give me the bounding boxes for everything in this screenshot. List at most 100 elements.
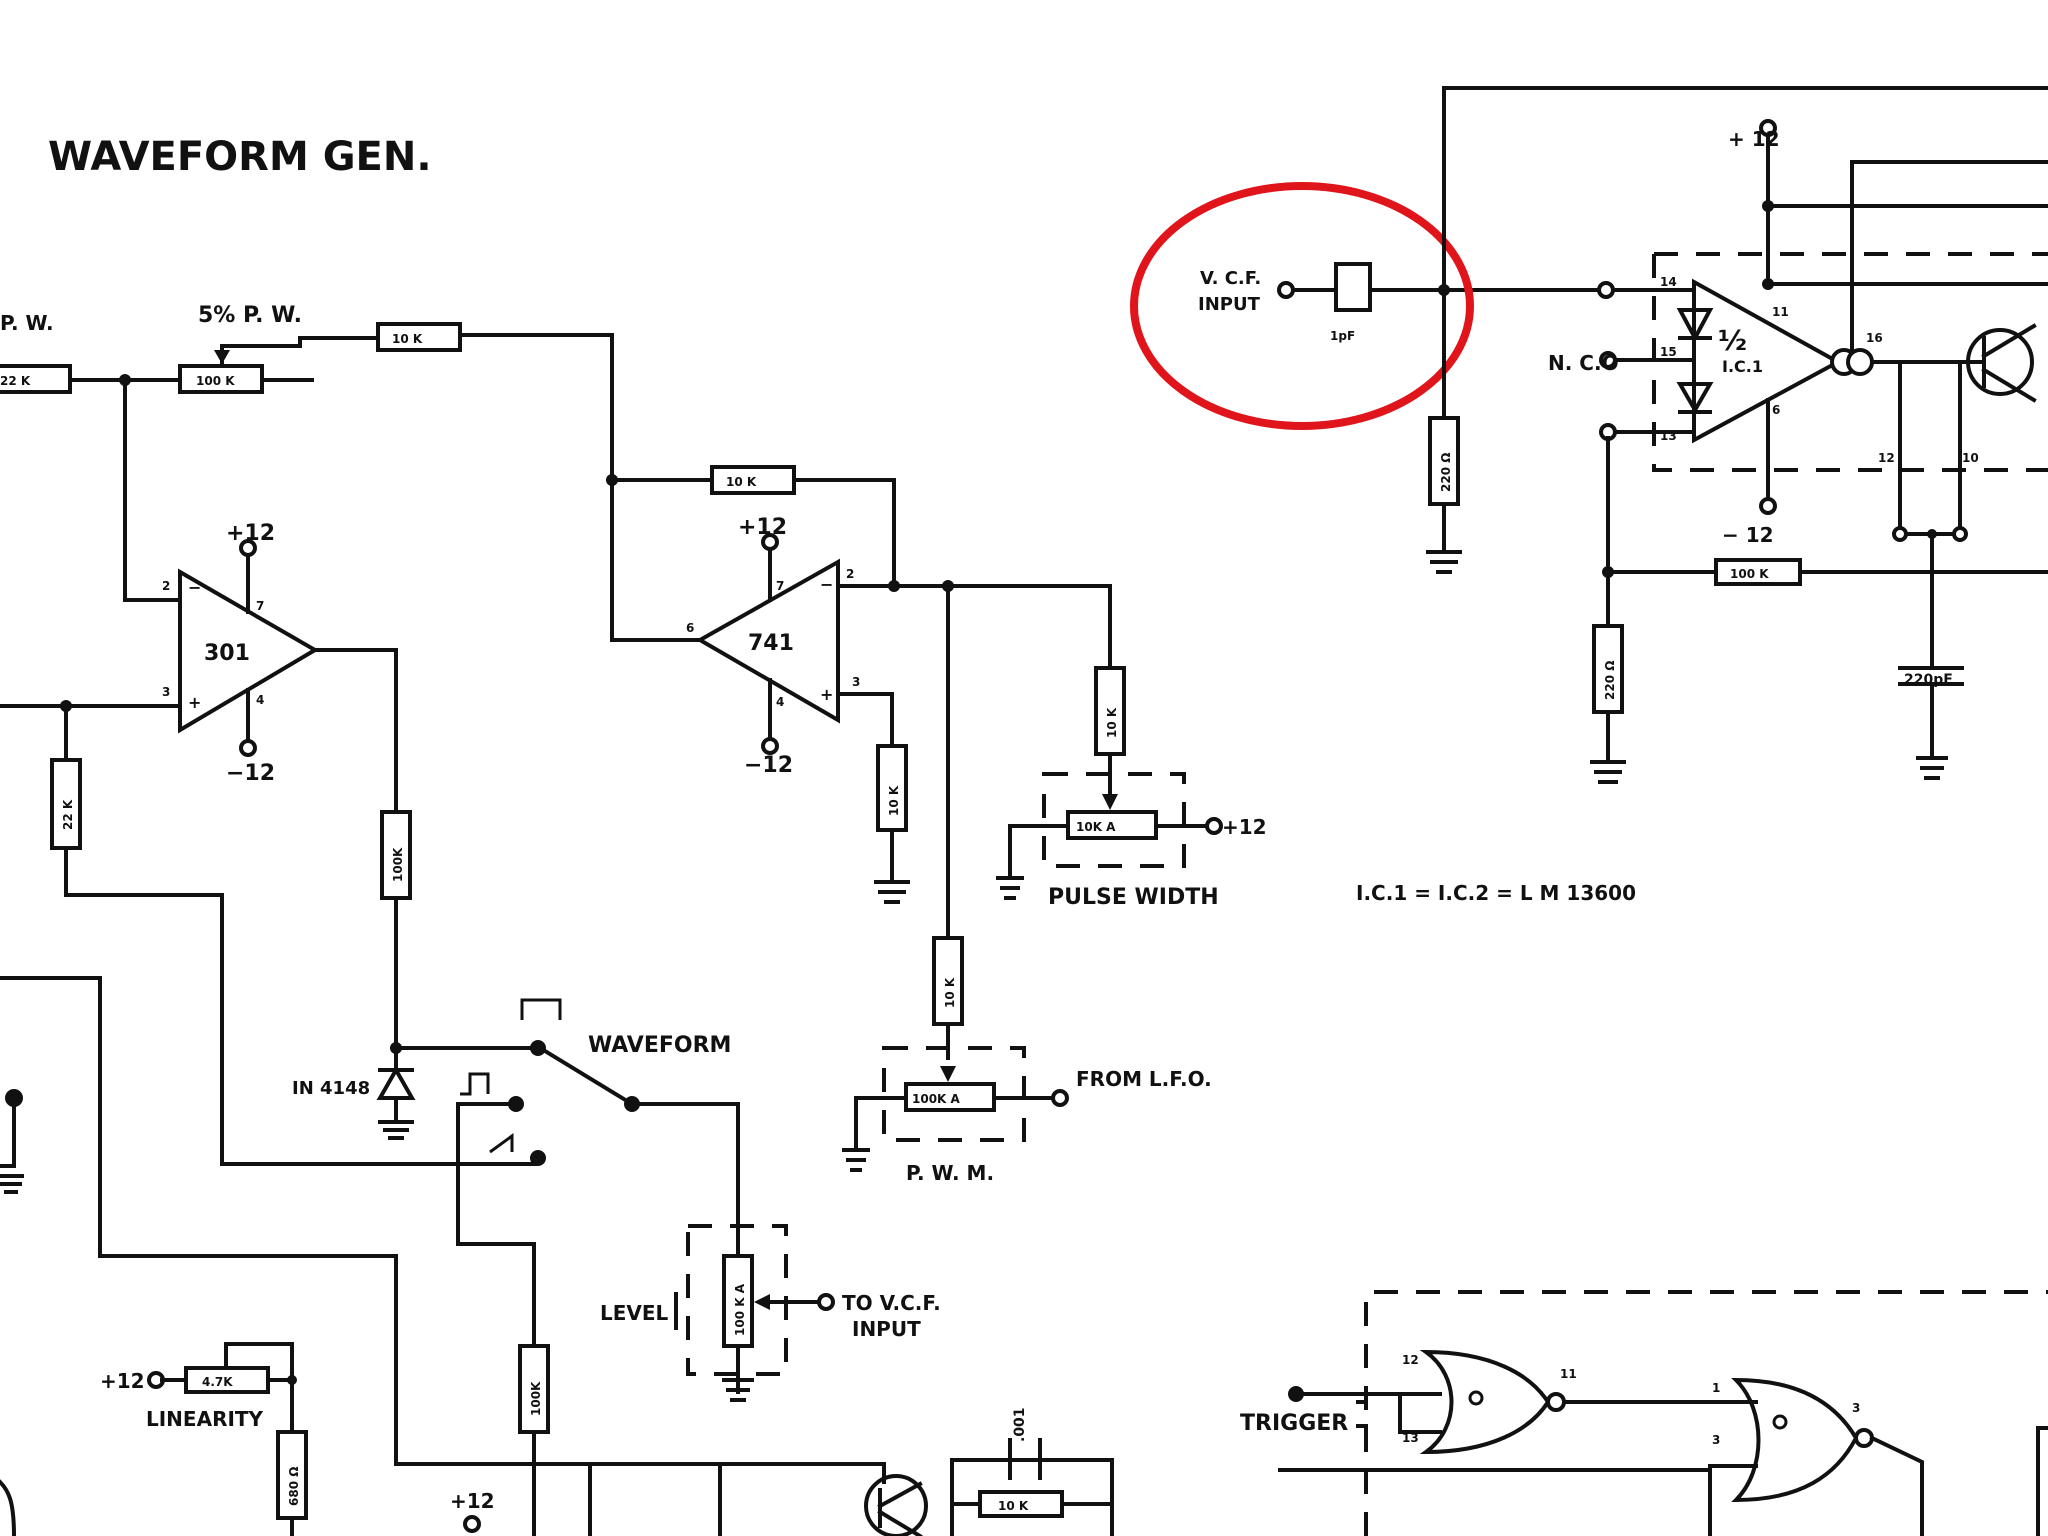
svg-text:10 K: 10 K [998, 1499, 1029, 1513]
label-plus12-low: +12 [450, 1489, 495, 1513]
label-plus12-ic: + 12 [1728, 127, 1780, 151]
label-vcf-input-2: INPUT [1198, 294, 1261, 315]
diagram-title: WAVEFORM GEN. [48, 134, 432, 180]
diode-in4148 [376, 1046, 416, 1140]
svg-text:−: − [820, 575, 833, 594]
resistor-220-a: 220 Ω [1428, 416, 1460, 506]
svg-text:13: 13 [1402, 1431, 1419, 1445]
label-plus12-pw: +12 [1222, 815, 1267, 839]
trigger-boundary [1364, 1290, 2048, 1536]
svg-text:−: − [188, 578, 201, 597]
svg-text:10K A: 10K A [1076, 820, 1116, 834]
label-linearity: LINEARITY [146, 1407, 264, 1431]
svg-text:4: 4 [256, 693, 264, 707]
label-diode: IN 4148 [292, 1078, 370, 1099]
junction [1927, 529, 1937, 539]
resistor-100k-low: 100K [518, 1344, 550, 1434]
svg-text:22 K: 22 K [61, 799, 75, 830]
pin-12: 12 [1878, 451, 1895, 465]
svg-text:301: 301 [204, 641, 250, 666]
pot-pulse-width: 10K A [996, 772, 1223, 900]
terminal [463, 1515, 481, 1533]
vcf-input [1277, 262, 1615, 312]
wire [1356, 1400, 1368, 1428]
pot-linearity: 4.7K 680 Ω [147, 1342, 308, 1536]
junction [390, 1042, 402, 1054]
label-minus12-ic: − 12 [1722, 523, 1774, 547]
transistor-right [1958, 323, 2037, 536]
svg-text:3: 3 [852, 675, 860, 689]
svg-text:100 K A: 100 K A [733, 1283, 747, 1336]
highlight-circle [1130, 182, 1474, 430]
label-cap-001: .001 [1012, 1407, 1028, 1442]
resistor-22k-top: 22 K [0, 364, 72, 394]
junction [5, 1089, 23, 1107]
svg-text:10 K: 10 K [887, 785, 901, 816]
waveform-switch [456, 998, 740, 1346]
resistor-100k-right: 100 K [1714, 558, 1802, 586]
svg-text:10 K: 10 K [726, 475, 757, 489]
resistor-10k-e: 10 K [932, 936, 964, 1026]
label-pwm: P. W. M. [906, 1161, 994, 1185]
junction [1762, 278, 1774, 290]
label-pulse-width: PULSE WIDTH [1048, 885, 1219, 910]
svg-text:2: 2 [162, 579, 170, 593]
label-from-lfo: FROM L.F.O. [1076, 1067, 1212, 1091]
pot-100k-pw: 100 K [178, 336, 302, 394]
svg-text:1: 1 [1712, 1381, 1720, 1395]
svg-text:10 K: 10 K [943, 977, 957, 1008]
svg-text:6: 6 [1772, 403, 1780, 417]
svg-text:100 K: 100 K [196, 374, 235, 388]
svg-text:6: 6 [686, 621, 694, 635]
junction [287, 1375, 297, 1385]
wire-ic-lower [1590, 360, 2048, 784]
junction [1602, 566, 1614, 578]
label-cap-220pf: 220pF [1904, 672, 1953, 688]
resistor-22k-v: 22 K [50, 758, 82, 850]
label-minus12-301: −12 [226, 761, 275, 786]
svg-text:I.C.1: I.C.1 [1722, 357, 1763, 376]
svg-text:741: 741 [748, 631, 794, 656]
svg-text:2: 2 [846, 567, 854, 581]
pot-pwm: 100K A [842, 1046, 1069, 1172]
svg-text:3: 3 [1852, 1401, 1860, 1415]
resistor-10k-a: 10 K [376, 322, 462, 352]
junction [119, 374, 131, 386]
pin-10: 10 [1962, 451, 1979, 465]
junction [1438, 284, 1450, 296]
svg-text:10 K: 10 K [392, 332, 423, 346]
resistor-10k-b: 10 K [710, 465, 796, 495]
svg-text:100K: 100K [529, 1381, 543, 1416]
svg-text:11: 11 [1772, 305, 1789, 319]
wire-741-out [836, 584, 1112, 1060]
resistor-10k-low: 10 K [978, 1490, 1064, 1518]
svg-text:3: 3 [162, 685, 170, 699]
nor-gate-1: 12 13 11 [1298, 1349, 1738, 1455]
resistor-10k-c: 10 K [876, 744, 908, 832]
svg-text:7: 7 [256, 599, 264, 613]
svg-text:3: 3 [1712, 1433, 1720, 1447]
svg-text:22 K: 22 K [0, 374, 31, 388]
junction [1762, 200, 1774, 212]
nor-gate-2: 1 3 3 [1708, 1377, 1924, 1536]
junction [888, 580, 900, 592]
terminal [1952, 526, 1968, 542]
wire-top-left [0, 378, 314, 602]
label-5pct-pw: 5% P. W. [198, 303, 302, 328]
resistor-100k-v: 100K [380, 810, 412, 900]
wire-right-top [1426, 86, 2048, 574]
resistor-220-b: 220 Ω [1592, 624, 1624, 714]
svg-text:½: ½ [1718, 324, 1747, 357]
svg-text:220 Ω: 220 Ω [1439, 453, 1453, 492]
svg-text:100 K: 100 K [1730, 567, 1769, 581]
label-cap-1pf: 1pF [1330, 329, 1355, 343]
wire [2036, 1426, 2048, 1536]
svg-text:+: + [188, 693, 201, 712]
junction [60, 700, 72, 712]
label-vcf-input-1: V. C.F. [1200, 268, 1261, 289]
svg-text:10 K: 10 K [1105, 707, 1119, 738]
opamp-301: 301 2 3 − + 7 4 [162, 539, 319, 757]
svg-text:4.7K: 4.7K [202, 1375, 233, 1389]
label-nco: N. C.O [1548, 351, 1619, 375]
